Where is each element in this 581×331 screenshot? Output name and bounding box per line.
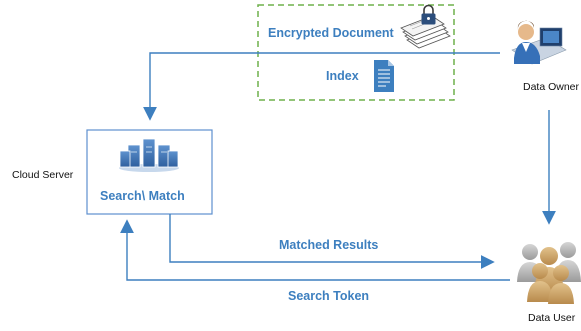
search-match-title: Search\ Match [100,189,185,203]
data-owner-label: Data Owner [523,81,580,93]
encrypted-document-icon [400,4,451,49]
server-rack-icon [119,138,179,172]
matched-results-arrow [169,214,495,269]
matched-results-label: Matched Results [279,238,378,252]
data-owner-icon [511,20,567,65]
encrypted-document-label: Encrypted Document [268,26,395,40]
index-document-icon [374,60,394,92]
search-token-label: Search Token [288,289,369,303]
search-token-arrow [120,219,510,281]
index-label: Index [326,69,359,83]
owner-to-server-arrow [143,52,500,121]
data-user-icon [517,242,581,304]
cloud-server-label: Cloud Server [12,169,74,181]
data-user-label: Data User [528,312,576,324]
lock-icon [421,4,436,25]
